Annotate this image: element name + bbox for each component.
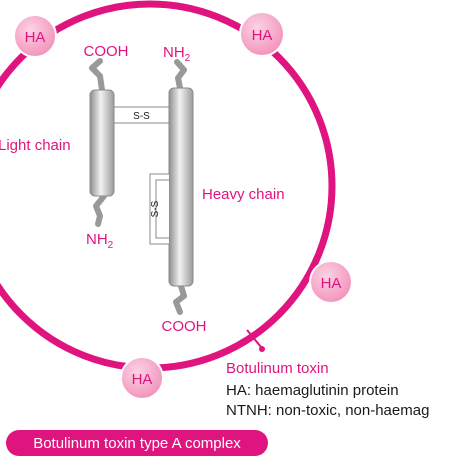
svg-text:S-S: S-S xyxy=(150,200,161,217)
disulfide-bridge-inter: S-S xyxy=(113,106,170,124)
ha-definition: HA: haemaglutinin protein xyxy=(226,382,399,399)
disulfide-bridge-intra: S-S xyxy=(149,173,169,245)
svg-text:HA: HA xyxy=(132,371,153,388)
toxin-legend-label: Botulinum toxin xyxy=(226,360,329,377)
light-chain-top-tail xyxy=(89,58,105,93)
light-chain-label: Light chain xyxy=(0,137,71,154)
complex-title-pill: Botulinum toxin type A complex xyxy=(6,430,268,456)
heavy-chain-top-tail xyxy=(174,59,187,91)
light-chain-nh2-label: NH2 xyxy=(86,231,114,251)
heavy-chain-nh2-label: NH2 xyxy=(163,44,191,64)
svg-text:HA: HA xyxy=(252,27,273,44)
svg-text:HA: HA xyxy=(25,29,46,46)
ntnh-definition: NTNH: non-toxic, non-haemag xyxy=(226,402,429,419)
ha-badge: HA xyxy=(309,260,353,304)
svg-text:HA: HA xyxy=(321,275,342,292)
heavy-chain-cooh-label: COOH xyxy=(162,318,207,335)
complex-title: Botulinum toxin type A complex xyxy=(33,435,241,452)
ha-badge: HA xyxy=(239,11,285,57)
light-chain-cylinder xyxy=(89,89,115,197)
light-chain-cooh-label: COOH xyxy=(84,43,129,60)
ha-badge: HA xyxy=(120,356,164,400)
heavy-chain-bottom-tail xyxy=(173,283,187,315)
svg-text:S-S: S-S xyxy=(133,111,150,122)
ha-badge: HA xyxy=(13,14,57,58)
light-chain-bottom-tail xyxy=(93,193,107,227)
heavy-chain-cylinder xyxy=(168,87,194,287)
heavy-chain-label: Heavy chain xyxy=(202,186,285,203)
toxin-leader-line xyxy=(246,329,265,352)
